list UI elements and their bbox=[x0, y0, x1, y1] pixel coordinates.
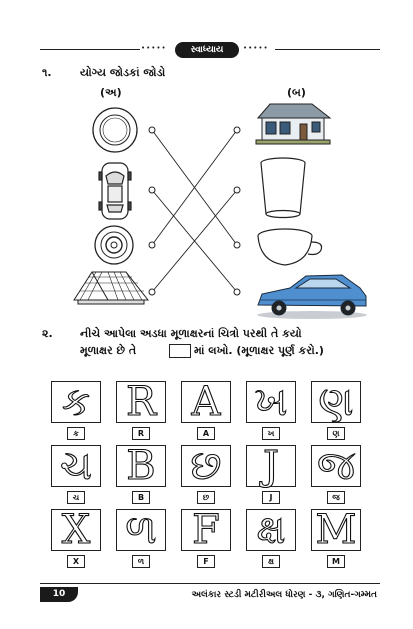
question-2-number: ૨. bbox=[42, 327, 53, 340]
match-dots bbox=[148, 126, 241, 296]
cd-disc-icon bbox=[94, 225, 134, 265]
letter-answer-box[interactable]: B bbox=[132, 491, 150, 504]
match-line-cd-house bbox=[151, 129, 238, 246]
letter-answer-box[interactable]: જ bbox=[327, 491, 345, 504]
letter-glyph: M bbox=[311, 509, 361, 551]
letter-glyph: A bbox=[181, 381, 231, 423]
car-top-view-icon bbox=[98, 162, 132, 220]
letter-glyph: ણ bbox=[311, 381, 361, 423]
question-1-number: ૧. bbox=[42, 66, 52, 79]
letter-glyph: R bbox=[116, 381, 166, 423]
question-2-line2a: મૂળાક્ષર છે તે bbox=[80, 344, 137, 357]
letter-answer-box[interactable]: ણ bbox=[327, 427, 345, 440]
house-icon bbox=[255, 103, 332, 145]
letter-answer-box[interactable]: ખ bbox=[262, 427, 280, 440]
letter-answer-box[interactable]: ળ bbox=[132, 555, 150, 568]
right-dot-2[interactable] bbox=[233, 186, 241, 194]
right-dot-3[interactable] bbox=[233, 241, 241, 249]
header-rule-left bbox=[40, 49, 140, 50]
header-dots-right: ••••• bbox=[243, 44, 269, 52]
letter-answer-box[interactable]: X bbox=[67, 555, 85, 568]
letter-glyph: F bbox=[181, 509, 231, 551]
letter-glyph: ચ bbox=[51, 445, 101, 487]
car-icon bbox=[257, 274, 367, 319]
letter-cell: ક્ષ ક્ષ bbox=[246, 509, 296, 568]
glass-icon bbox=[260, 157, 306, 219]
letter-answer-box[interactable]: ક્ષ bbox=[262, 555, 280, 568]
right-dot-4[interactable] bbox=[233, 288, 241, 296]
question-1-text: યોગ્ય જોડકાં જોડો bbox=[80, 66, 166, 79]
page-number: 10 bbox=[40, 587, 78, 602]
footer-rule bbox=[40, 583, 380, 584]
left-dot-2[interactable] bbox=[148, 186, 156, 194]
tiled-roof-icon bbox=[73, 271, 150, 305]
question-2-line2b: માં લખો. (મૂળાક્ષર પૂર્ણ કરો.) bbox=[194, 344, 324, 357]
column-b-heading: (બ) bbox=[287, 86, 306, 99]
answer-box-sample bbox=[169, 344, 191, 358]
letter-answer-box[interactable]: A bbox=[197, 427, 215, 440]
header-dots-left: ••••• bbox=[141, 44, 167, 52]
letter-glyph: ળ bbox=[116, 509, 166, 551]
left-dot-3[interactable] bbox=[148, 241, 156, 249]
plate-icon bbox=[92, 107, 138, 153]
letter-answer-box[interactable]: R bbox=[132, 427, 150, 440]
section-title: સ્વાધ્યાય bbox=[175, 42, 239, 58]
letter-glyph: જ bbox=[311, 445, 361, 487]
letter-glyph: J bbox=[246, 445, 296, 487]
letter-answer-box[interactable]: છ bbox=[197, 491, 215, 504]
letter-answer-box[interactable]: ક bbox=[67, 427, 85, 440]
match-line-roof-glass bbox=[151, 189, 238, 293]
letter-glyph: ખ bbox=[246, 381, 296, 423]
letter-answer-box[interactable]: ચ bbox=[67, 491, 85, 504]
match-lines bbox=[151, 129, 238, 293]
header-rule-right bbox=[275, 49, 380, 50]
letter-answer-box[interactable]: M bbox=[327, 555, 345, 568]
letter-glyph: છ bbox=[181, 445, 231, 487]
question-2-line1: નીચે આપેલા અડધા મૂળાક્ષરનાં ચિત્રો પરથી … bbox=[80, 327, 302, 340]
letter-answer-box[interactable]: F bbox=[197, 555, 215, 568]
column-a-heading: (અ) bbox=[100, 86, 122, 99]
letter-answer-box[interactable]: J bbox=[262, 491, 280, 504]
left-dot-1[interactable] bbox=[148, 126, 156, 134]
right-dot-1[interactable] bbox=[233, 126, 241, 134]
letter-glyph: X bbox=[51, 509, 101, 551]
letter-glyph: B bbox=[116, 445, 166, 487]
letter-glyph: ક bbox=[51, 381, 101, 423]
letter-glyph: ક્ષ bbox=[246, 509, 296, 551]
footer-text: અલંકાર સ્ટડી મટીરીઅલ ધોરણ - ૩, ગણિત-ગમ્મ… bbox=[191, 590, 377, 600]
cup-icon bbox=[257, 228, 323, 266]
left-dot-4[interactable] bbox=[148, 288, 156, 296]
